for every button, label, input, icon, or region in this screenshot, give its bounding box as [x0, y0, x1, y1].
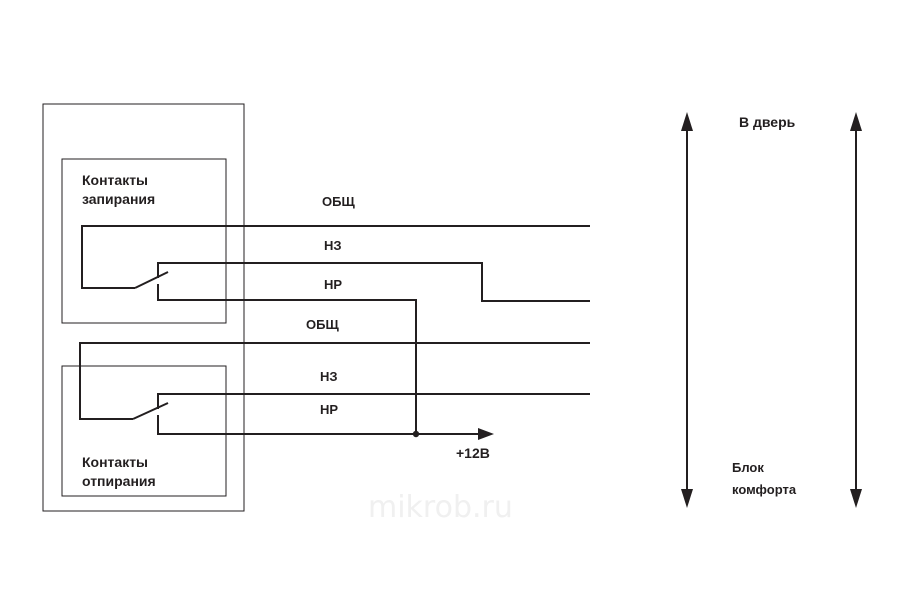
- relay-housing: [42, 103, 245, 512]
- comfort-block-label-line1: Блок: [732, 460, 764, 475]
- lock-contacts-title-line2: запирания: [82, 191, 155, 207]
- lock-nc-label: НЗ: [324, 238, 342, 253]
- door-arrow-left-down-head: [681, 489, 693, 508]
- unlock-switch-lever: [132, 402, 169, 420]
- door-arrow-left-up-head: [681, 112, 693, 131]
- lock-nc-wire: [157, 262, 590, 302]
- door-arrow-right-up-head: [850, 112, 862, 131]
- unlock-no-label: НР: [320, 402, 338, 417]
- door-label: В дверь: [739, 114, 796, 130]
- watermark: mikrob.ru: [368, 490, 513, 525]
- unlock-common-label: ОБЩ: [306, 317, 339, 332]
- unlock-contacts-box: [61, 365, 227, 497]
- lock-no-wire: [157, 284, 417, 434]
- lock-common-wire: [81, 225, 590, 289]
- lock-no-label: НР: [324, 277, 342, 292]
- comfort-block-label-line2: комфорта: [732, 482, 797, 497]
- unlock-contacts-title-line2: отпирания: [82, 473, 156, 489]
- lock-common-label: ОБЩ: [322, 194, 355, 209]
- unlock-nc-wire: [157, 393, 590, 409]
- junction-dot: [412, 430, 420, 438]
- door-arrow-right-down-head: [850, 489, 862, 508]
- lock-switch-lever: [134, 271, 169, 289]
- lock-contacts-title-line1: Контакты: [82, 172, 148, 188]
- power-arrowhead: [478, 428, 494, 440]
- power-label: +12В: [456, 445, 490, 461]
- unlock-nc-label: НЗ: [320, 369, 338, 384]
- lock-contacts-box: [61, 158, 227, 324]
- unlock-common-wire: [79, 342, 590, 420]
- unlock-no-wire: [157, 415, 480, 435]
- unlock-contacts-title-line1: Контакты: [82, 454, 148, 470]
